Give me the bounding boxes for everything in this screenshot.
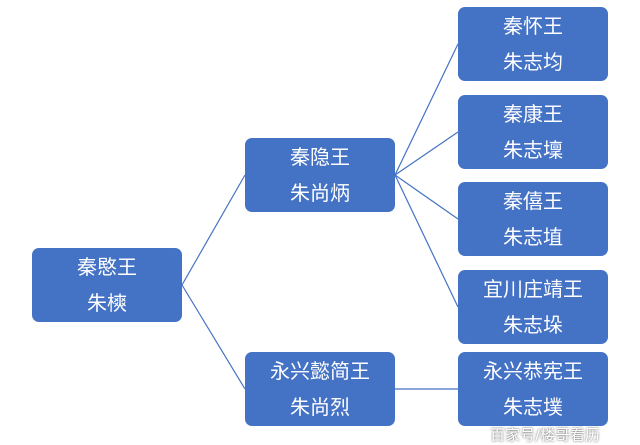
node-title: 秦康王 bbox=[503, 102, 563, 126]
node-title: 秦僖王 bbox=[503, 189, 563, 213]
node-name: 朱尚炳 bbox=[290, 181, 350, 205]
node-name: 朱志垛 bbox=[503, 313, 563, 337]
node-grandchild: 秦怀王 朱志均 bbox=[458, 7, 608, 81]
connector bbox=[394, 174, 459, 220]
node-name: 朱志均 bbox=[503, 50, 563, 74]
node-name: 朱志埴 bbox=[503, 225, 563, 249]
node-grandchild: 秦僖王 朱志埴 bbox=[458, 182, 608, 256]
node-title: 永兴懿简王 bbox=[270, 359, 370, 383]
node-name: 朱尚烈 bbox=[290, 395, 350, 419]
node-name: 朱志墣 bbox=[503, 395, 563, 419]
node-grandchild: 永兴恭宪王 朱志墣 bbox=[458, 352, 608, 426]
node-title: 宜川庄靖王 bbox=[483, 277, 583, 301]
watermark: 百家号/楼哥看历 bbox=[490, 426, 601, 444]
connector bbox=[181, 174, 246, 286]
connector bbox=[394, 174, 459, 308]
node-grandchild: 宜川庄靖王 朱志垛 bbox=[458, 270, 608, 344]
connector bbox=[181, 284, 246, 390]
node-title: 秦愍王 bbox=[77, 255, 137, 279]
node-name: 朱志壈 bbox=[503, 138, 563, 162]
connector bbox=[394, 43, 459, 176]
node-title: 永兴恭宪王 bbox=[483, 359, 583, 383]
node-root: 秦愍王 朱樉 bbox=[32, 248, 182, 322]
node-title: 秦隐王 bbox=[290, 145, 350, 169]
node-child: 永兴懿简王 朱尚烈 bbox=[245, 352, 395, 426]
node-name: 朱樉 bbox=[87, 291, 127, 315]
connector bbox=[394, 131, 459, 176]
node-grandchild: 秦康王 朱志壈 bbox=[458, 95, 608, 169]
node-child: 秦隐王 朱尚炳 bbox=[245, 138, 395, 212]
node-title: 秦怀王 bbox=[503, 14, 563, 38]
